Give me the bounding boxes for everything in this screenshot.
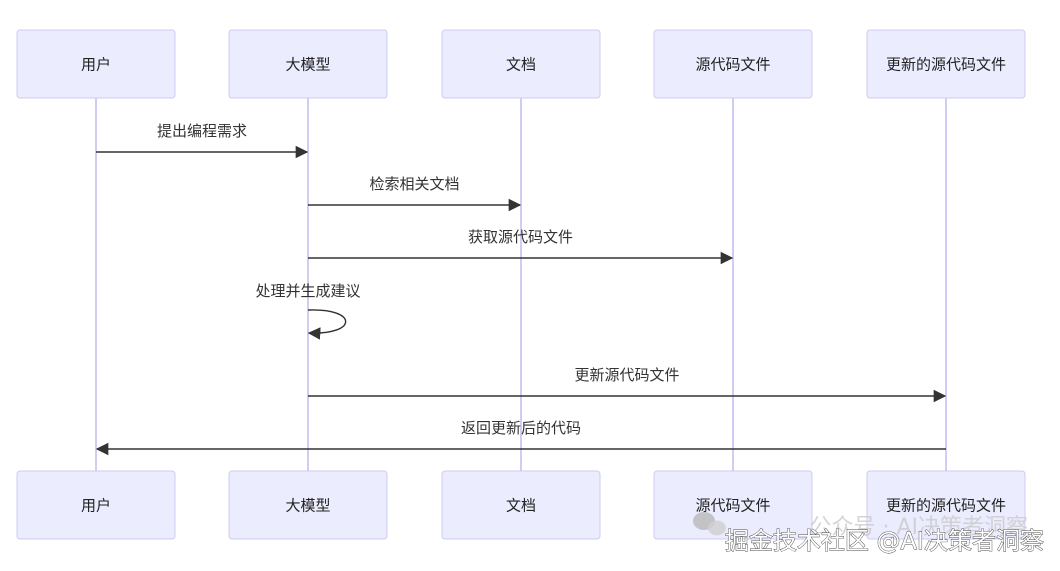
self-message-arrow (307, 309, 347, 340)
actor-llm-top: 大模型 (228, 29, 388, 99)
actor-label: 用户 (81, 497, 111, 515)
actor-box (866, 29, 1026, 99)
message-label: 提出编程需求 (157, 122, 247, 140)
actor-label: 文档 (506, 56, 536, 74)
message-5: 更新源代码文件 (308, 366, 947, 403)
message-2: 检索相关文档 (308, 175, 522, 212)
message-1: 提出编程需求 (96, 122, 309, 159)
actor-label: 文档 (506, 497, 536, 515)
message-label: 返回更新后的代码 (461, 419, 581, 437)
actor-box (16, 29, 176, 99)
actor-box (16, 470, 176, 540)
actor-label: 大模型 (285, 56, 330, 74)
message-3: 获取源代码文件 (308, 228, 734, 265)
wechat-icon (693, 512, 726, 536)
actor-doc-top: 文档 (441, 29, 601, 99)
actor-updated-top: 更新的源代码文件 (866, 29, 1026, 99)
actor-box (866, 470, 1026, 540)
actor-box (441, 470, 601, 540)
message-4: 处理并生成建议 (255, 282, 361, 340)
watermark-main: 掘金技术社区 @AI决策者洞察 (725, 527, 1044, 555)
watermark-secondary: 公众号 · AI决策者洞察 (809, 515, 1028, 540)
actor-llm-bottom: 大模型 (228, 470, 388, 540)
message-label: 更新源代码文件 (574, 366, 679, 384)
message-6: 返回更新后的代码 (95, 419, 946, 456)
actor-user-bottom: 用户 (16, 470, 176, 540)
actor-updated-bottom: 更新的源代码文件 (866, 470, 1026, 540)
actor-label: 源代码文件 (695, 497, 770, 515)
actor-label: 源代码文件 (695, 56, 770, 74)
actor-label: 更新的源代码文件 (886, 497, 1006, 515)
actor-box (228, 470, 388, 540)
actor-user-top: 用户 (16, 29, 176, 99)
actor-src-top: 源代码文件 (653, 29, 813, 99)
actor-label: 大模型 (285, 497, 330, 515)
actor-doc-bottom: 文档 (441, 470, 601, 540)
actor-box (228, 29, 388, 99)
actor-label: 更新的源代码文件 (886, 56, 1006, 74)
actor-box (653, 29, 813, 99)
message-label: 获取源代码文件 (468, 228, 573, 246)
message-label: 检索相关文档 (369, 175, 459, 193)
message-label: 处理并生成建议 (255, 282, 360, 300)
actor-label: 用户 (81, 56, 111, 74)
actor-box (441, 29, 601, 99)
